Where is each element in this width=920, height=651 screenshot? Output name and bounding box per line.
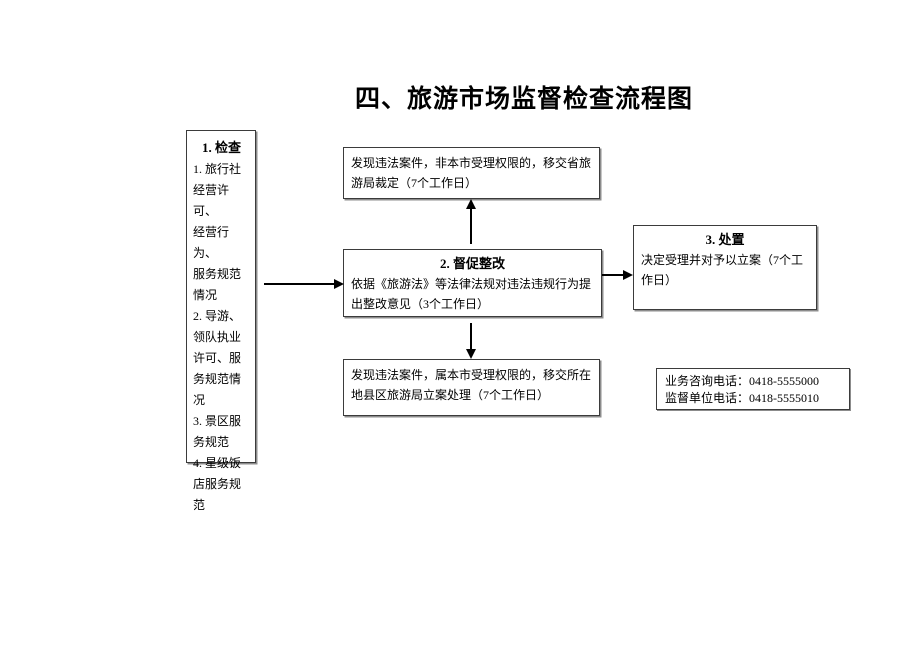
contact-info-box: 业务咨询电话：0418-5555000 监督单位电话：0418-5555010 bbox=[656, 368, 850, 410]
flow-box-transfer-local: 发现违法案件，属本市受理权限的，移交所在地县区旅游局立案处理（7个工作日） bbox=[343, 359, 600, 416]
arrow-rectify-to-dispose-line bbox=[602, 274, 624, 276]
flow-box-rectify-text: 依据《旅游法》等法律法规对违法违规行为提出整改意见（3个工作日） bbox=[351, 277, 592, 311]
flow-box-rectify-heading: 2. 督促整改 bbox=[439, 256, 505, 271]
flow-box-check: 1. 检查 1. 旅行社 经营许可、 经营行为、 服务规范 情况 2. 导游、 … bbox=[186, 130, 256, 512]
flow-box-check-items: 1. 旅行社 经营许可、 经营行为、 服务规范 情况 2. 导游、 领队执业 许… bbox=[193, 162, 242, 512]
flow-box-rectify: 2. 督促整改 依据《旅游法》等法律法规对违法违规行为提出整改意见（3个工作日） bbox=[343, 249, 602, 317]
flow-box-dispose: 3. 处置 决定受理并对予以立案（7个工作日） bbox=[633, 225, 817, 310]
arrow-rectify-to-local-line bbox=[470, 323, 472, 351]
flow-box-transfer-province: 发现违法案件，非本市受理权限的，移交省旅游局裁定（7个工作日） bbox=[343, 147, 600, 199]
flow-box-check-heading: 1. 检查 bbox=[201, 140, 241, 155]
contact-business-phone: 业务咨询电话：0418-5555000 bbox=[665, 374, 819, 388]
contact-supervision-phone: 监督单位电话：0418-5555010 bbox=[665, 391, 819, 405]
arrow-up-head-icon bbox=[466, 199, 476, 209]
arrow-right-head-icon bbox=[623, 270, 633, 280]
flow-box-transfer-local-text: 发现违法案件，属本市受理权限的，移交所在地县区旅游局立案处理（7个工作日） bbox=[351, 368, 592, 402]
arrow-check-to-rectify-line bbox=[264, 283, 335, 285]
flow-box-dispose-heading: 3. 处置 bbox=[705, 232, 745, 247]
arrow-down-head-icon bbox=[466, 349, 476, 359]
flow-box-dispose-text: 决定受理并对予以立案（7个工作日） bbox=[641, 253, 804, 287]
page-title: 四、旅游市场监督检查流程图 bbox=[355, 85, 694, 113]
arrow-rectify-to-province-line bbox=[470, 208, 472, 244]
arrow-right-head-icon bbox=[334, 279, 344, 289]
flow-box-transfer-province-text: 发现违法案件，非本市受理权限的，移交省旅游局裁定（7个工作日） bbox=[351, 156, 592, 190]
